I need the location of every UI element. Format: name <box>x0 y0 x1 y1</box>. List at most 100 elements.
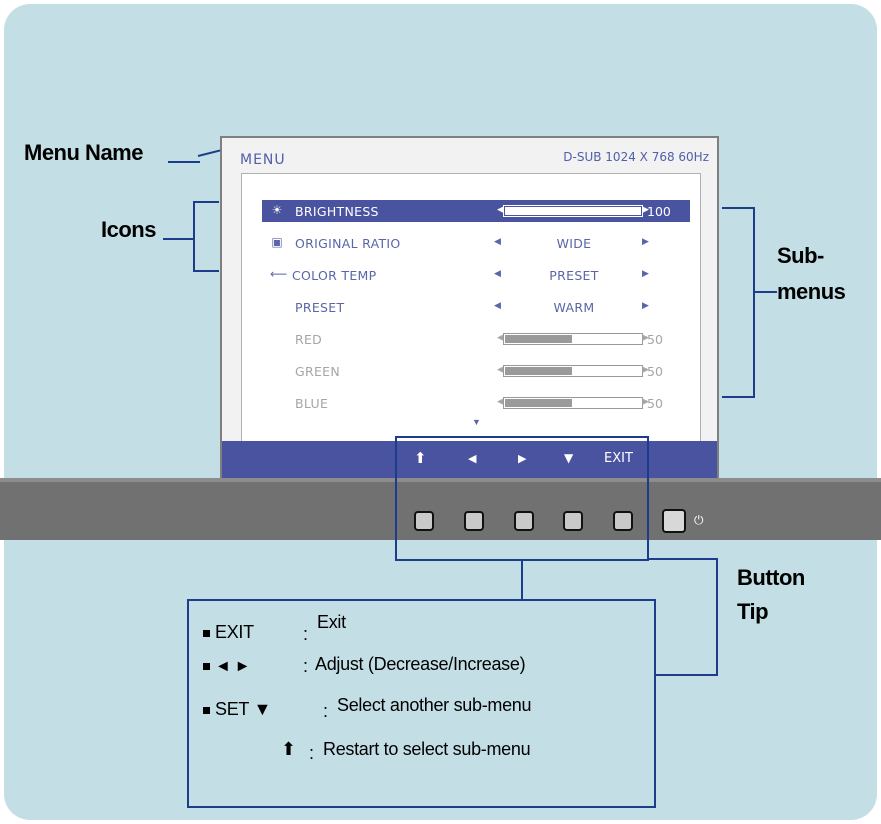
left-arrow-icon: ◀ <box>468 452 477 465</box>
callout-menus: menus <box>777 279 846 304</box>
osd-row-preset[interactable]: PRESET ◀ WARM ▶ <box>262 296 690 318</box>
legend-desc: Restart to select sub-menu <box>323 739 531 759</box>
right-button[interactable] <box>514 511 534 531</box>
osd-row-value: PRESET <box>549 268 599 283</box>
osd-row-value: 50 <box>647 332 663 347</box>
leader-sub-top <box>722 207 754 209</box>
button-legend-box: EXIT : Exit ◄ ► : Adjust (Decrease/Incre… <box>187 599 656 808</box>
osd-row-label: PRESET <box>295 300 345 315</box>
callout-icons: Icons <box>101 217 156 242</box>
brightness-level-bar[interactable] <box>503 205 643 217</box>
scroll-down-icon: ▼ <box>472 417 481 427</box>
legend-sep: : <box>323 701 328 721</box>
right-arrow-icon: ▶ <box>642 237 649 247</box>
exit-button[interactable] <box>414 511 434 531</box>
osd-button-tip-bar: ⬆ ◀ ▶ ▼ EXIT <box>222 441 717 479</box>
menu-button[interactable] <box>613 511 633 531</box>
bar-fill <box>505 367 572 375</box>
right-arrow-icon: ▶ <box>518 452 527 465</box>
left-arrow-icon: ◀ <box>497 365 504 375</box>
green-level-bar[interactable] <box>503 365 643 377</box>
legend-row-set: SET ▼ : Select another sub-menu <box>203 695 532 721</box>
leader-legend-v <box>521 560 523 600</box>
power-button[interactable] <box>662 509 686 533</box>
osd-row-green[interactable]: GREEN ◀ ▶ 50 <box>262 360 690 382</box>
color-temp-icon: ⟵ <box>270 267 288 281</box>
blue-level-bar[interactable] <box>503 397 643 409</box>
leader-tip-h2 <box>654 674 718 676</box>
bar-fill <box>505 335 572 343</box>
osd-submenu-area: ☀ BRIGHTNESS ◀ ▶ 100 ▣ ORIGINAL RATIO ◀ … <box>241 173 701 445</box>
osd-row-original-ratio[interactable]: ▣ ORIGINAL RATIO ◀ WIDE ▶ <box>262 232 690 254</box>
leader-icons-bot <box>193 270 219 272</box>
right-arrow-icon: ▶ <box>642 333 649 343</box>
bullet-icon <box>203 662 210 670</box>
legend-row-exit: EXIT : Exit <box>203 612 346 644</box>
power-icon: ⏻ <box>694 513 704 527</box>
callout-menu-name: Menu Name <box>24 140 143 165</box>
legend-key: SET ▼ <box>215 699 271 719</box>
leader-icons-v <box>193 201 195 271</box>
osd-row-blue[interactable]: BLUE ◀ ▶ 50 <box>262 392 690 414</box>
monitor-bezel <box>0 482 881 540</box>
left-arrow-icon: ◀ <box>494 301 501 311</box>
osd-row-label: ORIGINAL RATIO <box>295 236 401 251</box>
bullet-icon <box>203 629 210 637</box>
osd-row-value: WARM <box>553 300 595 315</box>
left-arrow-icon: ◀ <box>494 269 501 279</box>
legend-desc: Adjust (Decrease/Increase) <box>315 654 526 674</box>
down-arrow-icon: ▼ <box>564 451 574 465</box>
osd-signal-info: D-SUB 1024 X 768 60Hz <box>563 150 709 164</box>
left-button[interactable] <box>464 511 484 531</box>
legend-row-adjust: ◄ ► : Adjust (Decrease/Increase) <box>203 654 526 676</box>
osd-row-label: BRIGHTNESS <box>295 204 379 219</box>
left-arrow-icon: ◀ <box>497 333 504 343</box>
legend-desc: Select another sub-menu <box>337 695 532 715</box>
callout-button: Button <box>737 565 805 590</box>
osd-row-brightness[interactable]: ☀ BRIGHTNESS ◀ ▶ 100 <box>262 200 690 222</box>
osd-row-value: 100 <box>647 204 671 219</box>
bar-fill <box>505 207 641 215</box>
leader-icons-top <box>193 201 219 203</box>
osd-row-label: BLUE <box>295 396 329 411</box>
legend-key: EXIT <box>215 622 254 642</box>
leader-tip-h1 <box>649 558 718 560</box>
red-level-bar[interactable] <box>503 333 643 345</box>
bar-fill <box>505 399 572 407</box>
osd-row-value: 50 <box>647 396 663 411</box>
osd-row-value: WIDE <box>556 236 592 251</box>
right-arrow-icon: ▶ <box>642 397 649 407</box>
button-tip-highlight <box>395 436 649 561</box>
legend-sep: : <box>303 624 308 644</box>
leader-menu-name <box>168 161 200 163</box>
monitor-bezel-edge <box>0 478 881 482</box>
osd-row-value: 50 <box>647 364 663 379</box>
left-arrow-icon: ◀ <box>494 237 501 247</box>
sun-icon: ☀ <box>271 203 283 217</box>
up-arrow-icon: ⬆ <box>414 449 427 467</box>
right-arrow-icon: ▶ <box>642 205 649 215</box>
callout-tip: Tip <box>737 599 769 624</box>
osd-row-color-temp[interactable]: ⟵ COLOR TEMP ◀ PRESET ▶ <box>262 264 690 286</box>
legend-sep: : <box>309 743 314 763</box>
leader-icons-h <box>163 238 195 240</box>
osd-row-label: COLOR TEMP <box>292 268 377 283</box>
bullet-icon <box>203 706 210 714</box>
osd-menu-title: MENU <box>240 152 286 168</box>
leader-sub-v <box>753 207 755 398</box>
right-arrow-icon: ▶ <box>642 269 649 279</box>
legend-desc: Exit <box>317 612 346 632</box>
leader-tip-v <box>716 558 718 676</box>
right-arrow-icon: ▶ <box>642 365 649 375</box>
osd-screen: MENU D-SUB 1024 X 768 60Hz ☀ BRIGHTNESS … <box>220 136 719 481</box>
down-button[interactable] <box>563 511 583 531</box>
osd-row-label: RED <box>295 332 323 347</box>
callout-sub: Sub- <box>777 243 824 268</box>
left-arrow-icon: ◀ <box>497 397 504 407</box>
osd-row-red[interactable]: RED ◀ ▶ 50 <box>262 328 690 350</box>
legend-key: ◄ ► <box>215 658 251 675</box>
right-arrow-icon: ▶ <box>642 301 649 311</box>
leader-sub-h <box>753 291 777 293</box>
legend-key: ⬆ <box>281 739 296 759</box>
left-arrow-icon: ◀ <box>497 205 504 215</box>
